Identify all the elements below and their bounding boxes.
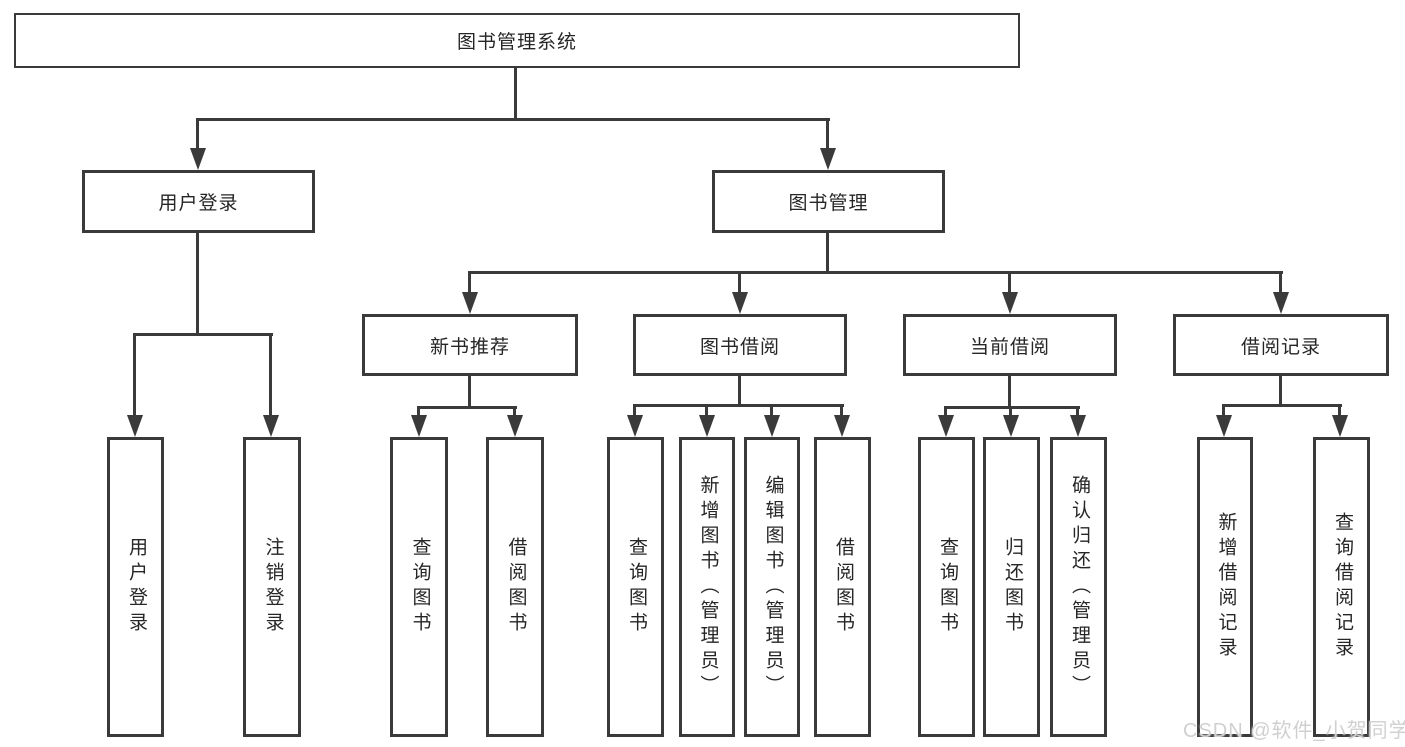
arrow-down-icon	[507, 415, 523, 437]
node-add-books-admin-label: 新增图书（管理员）	[697, 474, 719, 700]
node-return-books: 归还图书	[983, 437, 1040, 737]
arrow-down-icon	[1273, 292, 1289, 314]
connector-line	[840, 406, 843, 417]
connector-line	[1076, 408, 1079, 417]
node-borrowing-records: 借阅记录	[1173, 314, 1389, 376]
connector-line	[1279, 376, 1282, 407]
connector-line	[826, 233, 829, 274]
arrow-down-icon	[127, 415, 143, 437]
connector-line	[944, 408, 947, 417]
node-query-books-recommend: 查询图书	[390, 437, 448, 737]
arrow-down-icon	[699, 415, 715, 437]
node-query-books-recommend-label: 查询图书	[409, 537, 431, 637]
node-user-login-action-label: 用户登录	[125, 537, 147, 637]
connector-line	[417, 408, 420, 417]
node-query-borrow-record: 查询借阅记录	[1313, 437, 1370, 737]
connector-line	[269, 335, 272, 417]
arrow-down-icon	[938, 415, 954, 437]
node-query-borrow-record-label: 查询借阅记录	[1331, 512, 1353, 662]
arrow-down-icon	[732, 292, 748, 314]
connector-line	[133, 333, 273, 336]
node-add-borrow-record-label: 新增借阅记录	[1215, 512, 1237, 662]
connector-line	[1222, 404, 1342, 407]
connector-line	[1009, 408, 1012, 417]
node-borrow-books-action-label: 借阅图书	[832, 537, 854, 637]
connector-line	[1222, 406, 1225, 417]
connector-line	[738, 273, 741, 293]
arrow-down-icon	[764, 415, 780, 437]
connector-line	[468, 271, 1283, 274]
connector-line	[1008, 376, 1011, 409]
connector-line	[770, 406, 773, 417]
node-user-login-action: 用户登录	[107, 437, 164, 737]
csdn-watermark: CSDN @软件_小贺同学	[1183, 720, 1405, 742]
node-add-books-admin: 新增图书（管理员）	[679, 437, 735, 737]
node-logout-action: 注销登录	[243, 437, 301, 737]
connector-line	[1338, 406, 1341, 417]
node-edit-books-admin: 编辑图书（管理员）	[744, 437, 800, 737]
connector-line	[468, 376, 471, 409]
connector-line	[513, 408, 516, 417]
arrow-down-icon	[462, 292, 478, 314]
arrow-down-icon	[1216, 415, 1232, 437]
node-book-management: 图书管理	[712, 170, 945, 233]
node-new-book-recommendation: 新书推荐	[362, 314, 578, 376]
connector-line	[633, 404, 844, 407]
node-root: 图书管理系统	[14, 13, 1020, 68]
arrow-down-icon	[627, 415, 643, 437]
node-add-borrow-record: 新增借阅记录	[1197, 437, 1253, 737]
connector-line	[196, 233, 199, 336]
connector-line	[1008, 273, 1011, 293]
node-borrow-books-recommend: 借阅图书	[486, 437, 544, 737]
node-query-books-borrow: 查询图书	[607, 437, 664, 737]
connector-line	[705, 406, 708, 417]
connector-line	[826, 120, 829, 150]
connector-line	[738, 376, 741, 407]
node-user-login-label: 用户登录	[158, 193, 239, 214]
connector-line	[1279, 273, 1282, 293]
node-borrow-books-action: 借阅图书	[814, 437, 871, 737]
arrow-down-icon	[1070, 415, 1086, 437]
node-book-borrowing: 图书借阅	[633, 314, 847, 376]
node-logout-action-label: 注销登录	[262, 537, 284, 637]
node-borrow-books-recommend-label: 借阅图书	[505, 537, 527, 637]
node-book-management-label: 图书管理	[788, 193, 869, 214]
connector-line	[417, 406, 517, 409]
node-edit-books-admin-label: 编辑图书（管理员）	[762, 474, 784, 700]
node-root-label: 图书管理系统	[456, 32, 577, 53]
arrow-down-icon	[190, 148, 206, 170]
node-new-book-recommendation-label: 新书推荐	[429, 336, 510, 358]
connector-line	[196, 120, 199, 150]
arrow-down-icon	[820, 148, 836, 170]
node-borrowing-records-label: 借阅记录	[1240, 336, 1321, 358]
connector-line	[944, 406, 1080, 409]
arrow-down-icon	[1003, 415, 1019, 437]
node-confirm-return-admin-label: 确认归还（管理员）	[1068, 474, 1090, 700]
connector-line	[633, 406, 636, 417]
arrow-down-icon	[834, 415, 850, 437]
node-current-borrowing-label: 当前借阅	[969, 336, 1050, 358]
node-user-login: 用户登录	[82, 170, 315, 233]
node-confirm-return-admin: 确认归还（管理员）	[1050, 437, 1107, 737]
connector-line	[514, 68, 517, 120]
node-current-borrowing: 当前借阅	[903, 314, 1117, 376]
connector-line	[468, 273, 471, 293]
connector-line	[133, 335, 136, 417]
arrow-down-icon	[411, 415, 427, 437]
node-query-books-current-label: 查询图书	[936, 537, 958, 637]
node-return-books-label: 归还图书	[1001, 537, 1023, 637]
arrow-down-icon	[1332, 415, 1348, 437]
connector-line	[196, 118, 830, 121]
node-query-books-current: 查询图书	[918, 437, 975, 737]
arrow-down-icon	[1002, 292, 1018, 314]
node-query-books-borrow-label: 查询图书	[625, 537, 647, 637]
arrow-down-icon	[263, 415, 279, 437]
node-book-borrowing-label: 图书借阅	[699, 336, 780, 358]
